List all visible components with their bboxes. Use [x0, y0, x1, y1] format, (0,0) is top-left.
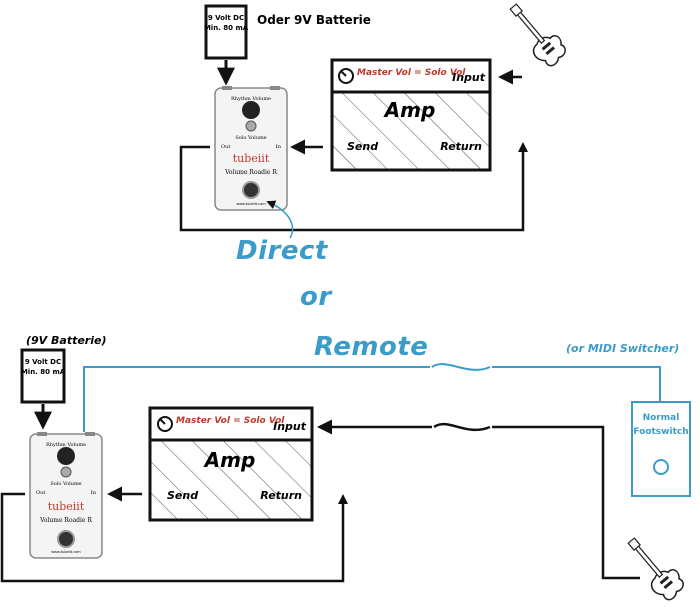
top-pedal-out: Out: [221, 144, 230, 150]
bottom-pedal-knob: [57, 447, 75, 465]
top-amp-input: Input: [452, 71, 486, 84]
bottom-pedal-knob-label: Rhythm Volume: [46, 442, 86, 448]
bottom-psu-line2: Min. 80 mA: [21, 368, 66, 376]
bottom-pedal-solo-label: Solo Volume: [50, 481, 81, 487]
top-cable-loop-return: [179, 145, 525, 232]
bottom-pedal-brand: tubeiit: [48, 500, 85, 513]
top-amp-title: Amp: [383, 98, 436, 122]
footswitch-line1: Normal: [643, 413, 680, 423]
bottom-pedal-solo-knob: [60, 466, 72, 478]
top-pedal-in: In: [276, 144, 282, 150]
bottom-power-supply: 9 Volt DC Min. 80 mA: [20, 348, 66, 404]
top-amp-send: Send: [347, 140, 378, 153]
top-amp-return: Return: [440, 140, 482, 153]
bottom-pedal-in: In: [91, 490, 97, 496]
bottom-amp-send: Send: [167, 489, 198, 502]
midi-switcher-label: (or MIDI Switcher): [566, 342, 680, 355]
remote-label: Remote: [314, 332, 429, 362]
top-guitar-icon: [509, 3, 566, 67]
direct-label: Direct: [236, 236, 328, 266]
bottom-amp-master-label: Master Vol = Solo Vol: [176, 416, 285, 426]
direct-pointer: [266, 200, 294, 239]
top-pedal-model: Volume Roadie R: [224, 169, 277, 176]
bottom-pedal-model: Volume Roadie R: [39, 517, 92, 524]
top-pedal: Rhythm Volume Solo Volume Out In tubeiit…: [214, 86, 288, 211]
or-label: or: [300, 282, 332, 312]
bottom-amp-return: Return: [260, 489, 302, 502]
top-pedal-knob: [242, 101, 260, 119]
bottom-pedal-footer: www.tubeiit.com: [51, 550, 81, 554]
top-amp-master-label: Master Vol = Solo Vol: [357, 68, 466, 78]
bottom-remote-cable: [83, 366, 430, 432]
top-psu-line1: 9 Volt DC: [208, 14, 244, 22]
top-battery-label: Oder 9V Batterie: [257, 13, 371, 27]
top-psu-line2: Min. 80 mA: [204, 24, 249, 32]
bottom-cable-break: [433, 422, 491, 432]
top-pedal-brand: tubeiit: [233, 152, 270, 165]
bottom-battery-label: (9V Batterie): [26, 334, 107, 347]
bottom-guitar-icon: [627, 537, 684, 601]
top-pedal-knob-label: Rhythm Volume: [231, 96, 271, 102]
top-amp: Master Vol = Solo Vol Input Amp Send Ret…: [330, 58, 492, 172]
top-pedal-solo-label: Solo Volume: [235, 135, 266, 141]
bottom-cable-loop-return: [0, 492, 345, 583]
bottom-cable-guitar-to-input: [492, 425, 640, 580]
top-pedal-footer: www.tubeiit.com: [236, 202, 266, 206]
bottom-amp-title: Amp: [203, 448, 256, 472]
remote-cable-break: [431, 363, 491, 371]
bottom-footswitch: Normal Footswitch: [631, 401, 691, 497]
bottom-pedal: Rhythm Volume Solo Volume Out In tubeiit…: [29, 432, 103, 559]
top-power-supply: 9 Volt DC Min. 80 mA: [204, 4, 249, 60]
bottom-pedal-footswitch: [57, 530, 75, 548]
bottom-amp: Master Vol = Solo Vol Input Amp Send Ret…: [148, 406, 314, 522]
bottom-pedal-out: Out: [36, 490, 45, 496]
top-pedal-solo-knob: [245, 120, 257, 132]
bottom-amp-input: Input: [273, 420, 307, 433]
footswitch-line2: Footswitch: [633, 427, 688, 437]
top-pedal-footswitch: [242, 181, 260, 199]
footswitch-button: [653, 459, 669, 475]
bottom-psu-line1: 9 Volt DC: [25, 358, 61, 366]
